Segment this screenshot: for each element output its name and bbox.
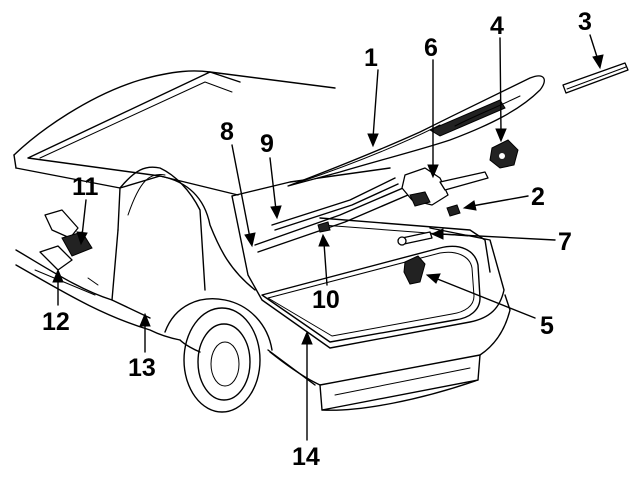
callout-11: 11 xyxy=(72,173,99,201)
callout-3: 3 xyxy=(578,8,592,36)
molding-strip xyxy=(562,62,629,94)
callout-6: 6 xyxy=(424,34,438,62)
latch xyxy=(489,139,519,169)
torsion-bars xyxy=(254,177,491,273)
callout-2: 2 xyxy=(531,183,545,211)
callout-13: 13 xyxy=(128,354,156,382)
bumper-clip xyxy=(317,221,331,233)
trunk-lid xyxy=(287,75,545,187)
leader-lines xyxy=(52,34,604,441)
rear-wheel xyxy=(183,307,261,413)
callout-12: 12 xyxy=(42,308,70,336)
callout-9: 9 xyxy=(260,130,274,158)
callout-10: 10 xyxy=(312,286,340,314)
callout-7: 7 xyxy=(558,228,572,256)
callout-8: 8 xyxy=(220,118,234,146)
clip xyxy=(446,204,461,217)
callout-1: 1 xyxy=(364,44,378,72)
hinge xyxy=(401,167,489,207)
callout-4: 4 xyxy=(490,12,504,40)
bolt xyxy=(397,231,433,246)
weatherstrip-seal xyxy=(261,245,481,343)
callout-5: 5 xyxy=(540,312,554,340)
callout-14: 14 xyxy=(292,443,320,471)
fuel-door-parts xyxy=(39,209,99,286)
striker xyxy=(403,255,426,285)
